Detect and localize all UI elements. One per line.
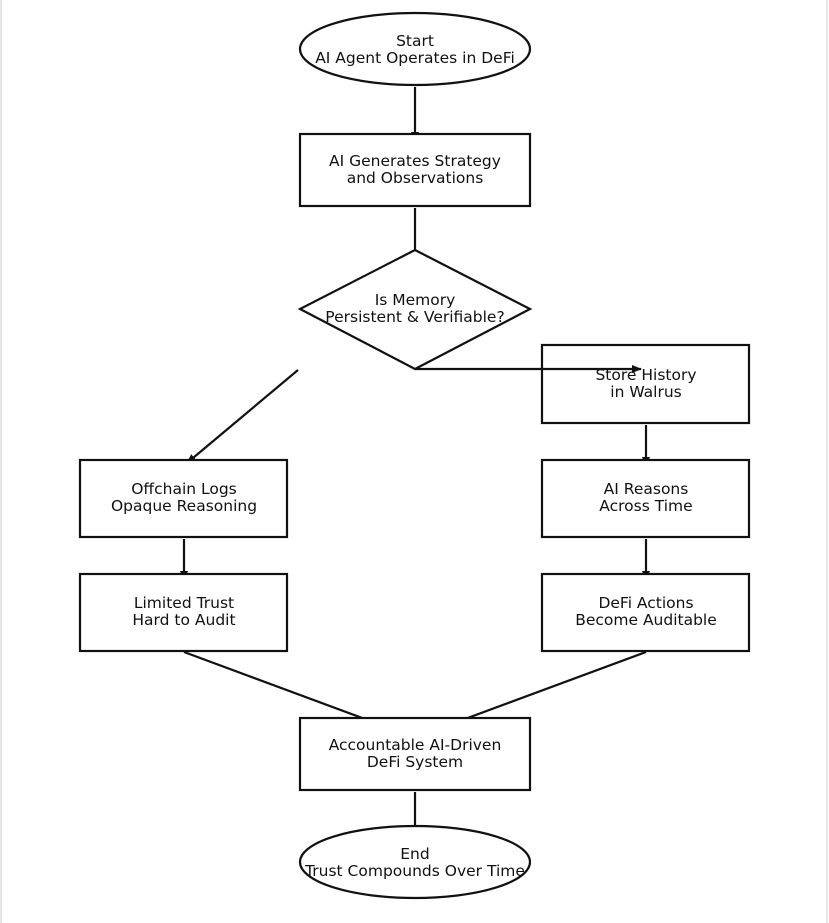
limited-label-line-1: Limited Trust — [134, 594, 234, 612]
auditable-label-line-2: Become Auditable — [575, 611, 717, 629]
start-node: Start AI Agent Operates in DeFi — [298, 11, 532, 87]
decision-label-line-1: Is Memory — [375, 291, 456, 309]
accountable-label-line-1: Accountable AI-Driven — [329, 736, 502, 754]
store-label-line-2: in Walrus — [610, 383, 681, 401]
reasons-box — [540, 458, 751, 539]
start-ellipse — [298, 11, 532, 87]
reasons-node: AI Reasons Across Time — [540, 458, 751, 539]
edge-decision-offchain — [186, 369, 299, 464]
end-label-line-2: Trust Compounds Over Time — [304, 862, 525, 880]
start-label-line-1: Start — [396, 32, 434, 50]
reasons-label-line-2: Across Time — [599, 497, 692, 515]
start-label-line-2: AI Agent Operates in DeFi — [315, 49, 515, 67]
accountable-label-line-2: DeFi System — [367, 753, 463, 771]
end-label-line-1: End — [400, 845, 429, 863]
offchain-box — [78, 458, 289, 539]
generate-label-line-2: and Observations — [347, 169, 484, 187]
limited-node: Limited Trust Hard to Audit — [78, 572, 289, 653]
store-box — [540, 343, 751, 425]
limited-label-line-2: Hard to Audit — [132, 611, 235, 629]
end-node: End Trust Compounds Over Time — [298, 824, 532, 900]
reasons-label-line-1: AI Reasons — [604, 480, 689, 498]
generate-label-line-1: AI Generates Strategy — [329, 152, 501, 170]
generate-node: AI Generates Strategy and Observations — [298, 132, 532, 208]
offchain-node: Offchain Logs Opaque Reasoning — [78, 458, 289, 539]
end-ellipse — [298, 824, 532, 900]
accountable-box — [298, 716, 532, 792]
accountable-node: Accountable AI-Driven DeFi System — [298, 716, 532, 792]
store-node: Store History in Walrus — [540, 343, 751, 425]
decision-node: Is Memory Persistent & Verifiable? — [297, 248, 533, 371]
offchain-label-line-1: Offchain Logs — [131, 480, 237, 498]
decision-label-line-2: Persistent & Verifiable? — [325, 308, 504, 326]
store-label-line-1: Store History — [595, 366, 696, 384]
auditable-label-line-1: DeFi Actions — [598, 594, 693, 612]
auditable-box — [540, 572, 751, 653]
offchain-label-line-2: Opaque Reasoning — [111, 497, 257, 515]
limited-box — [78, 572, 289, 653]
generate-box — [298, 132, 532, 208]
auditable-node: DeFi Actions Become Auditable — [540, 572, 751, 653]
